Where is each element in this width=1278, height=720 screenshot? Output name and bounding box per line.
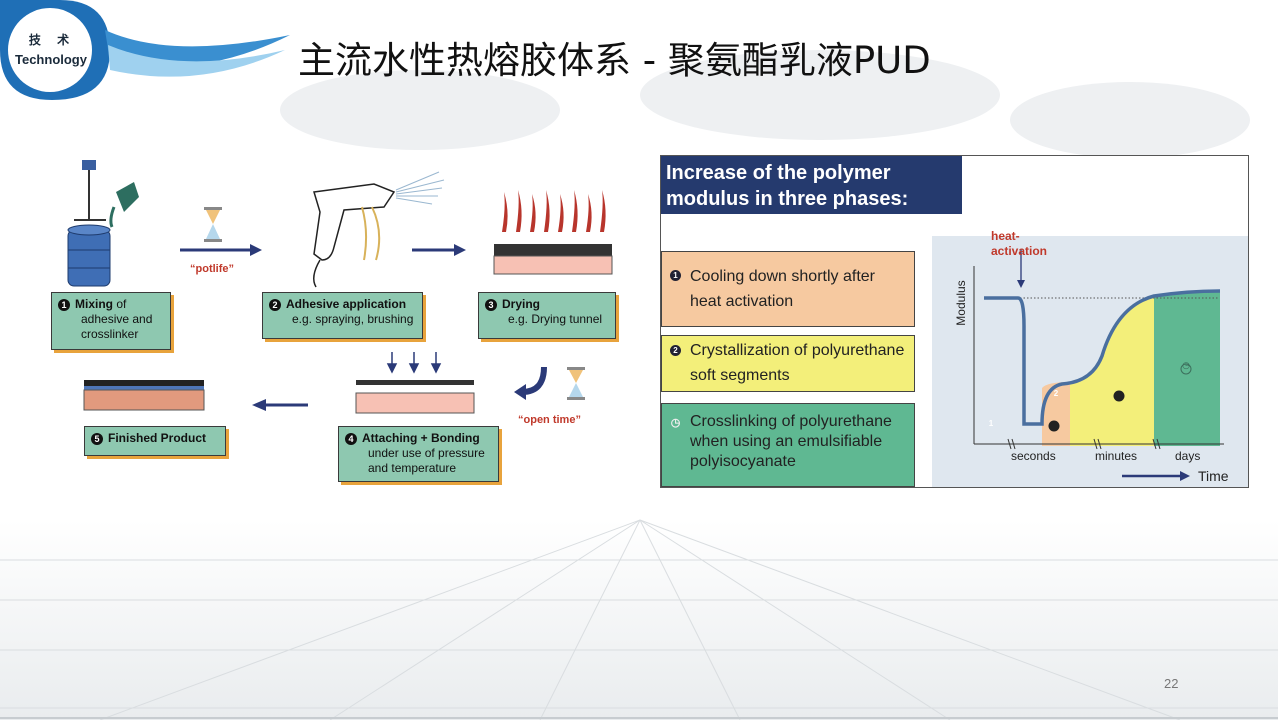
step-number: 1	[58, 298, 70, 311]
marker-3-clock-icon: ◷	[1182, 361, 1190, 371]
step-title: Attaching + Bonding	[362, 431, 480, 445]
modulus-curve-graph	[932, 236, 1248, 487]
x-tick-days: days	[1175, 449, 1201, 463]
logo: 技 术 Technology	[0, 0, 300, 110]
slide-title: 主流水性热熔胶体系 - 聚氨酯乳液PUD	[298, 39, 931, 82]
phase-text: Crosslinking of polyurethane	[690, 413, 892, 430]
open-time-label: “open time”	[518, 414, 581, 426]
x-tick-minutes: minutes	[1095, 449, 1138, 463]
step-text: under use of pressure	[368, 446, 485, 460]
step-title: Finished Product	[108, 431, 207, 445]
modulus-panel: Increase of the polymer modulus in three…	[660, 155, 1249, 488]
phase-text: Cooling down shortly after	[690, 268, 875, 285]
step-text: e.g. spraying, brushing	[292, 312, 414, 326]
barrel-icon	[67, 160, 139, 287]
step-title: Adhesive application	[286, 297, 407, 311]
step-adhesive-application: 2 Adhesive application e.g. spraying, bru…	[262, 292, 423, 339]
step-finished-product: 5 Finished Product	[84, 426, 226, 456]
phase-2-box: 2 Crystallization of polyurethane soft s…	[661, 335, 915, 392]
phase-text: Crystallization of polyurethane	[690, 342, 905, 359]
step-mixing: 1 Mixing of adhesive and crosslinker	[51, 292, 171, 350]
step-text: of	[113, 297, 127, 311]
logo-graphic	[0, 0, 290, 100]
hourglass-icon	[204, 207, 222, 242]
step-text: e.g. Drying tunnel	[508, 312, 603, 326]
heat-activation-label: heat- activation	[991, 229, 1047, 259]
process-diagram: “potlife” “open time” 1 Mixing of adhesiv…	[44, 152, 626, 492]
phase-1-box: 1 Cooling down shortly after heat activa…	[661, 251, 915, 327]
heat-activation-line: heat-	[991, 229, 1020, 243]
step-number: 4	[345, 432, 357, 445]
process-illustrations	[67, 160, 613, 414]
step-number: 2	[269, 298, 281, 311]
marker-2: 2	[1053, 389, 1059, 398]
step-drying: 3 Drying e.g. Drying tunnel	[478, 292, 616, 339]
modulus-title-line: modulus in three phases:	[666, 188, 909, 210]
step-attaching-bonding: 4 Attaching + Bonding under use of pressu…	[338, 426, 499, 482]
step-number: 3	[485, 298, 497, 311]
page-number: 22	[1164, 676, 1179, 691]
step-text: crosslinker	[81, 327, 139, 341]
step-text: adhesive and	[81, 312, 153, 326]
phase-text: soft segments	[690, 367, 790, 384]
phase-number: 2	[670, 345, 681, 356]
phase-text: heat activation	[690, 293, 794, 310]
logo-text-en: Technology	[15, 52, 87, 67]
modulus-title: Increase of the polymer modulus in three…	[661, 156, 962, 214]
potlife-label: “potlife”	[190, 263, 234, 275]
hourglass-icon	[567, 367, 585, 400]
step-title: Drying	[502, 297, 541, 311]
phase-number: 1	[670, 270, 681, 281]
step-title: Mixing	[75, 297, 113, 311]
phase-text: polyisocyanate	[690, 453, 796, 470]
marker-1: 1	[988, 419, 994, 428]
phase-text: when using an emulsifiable	[690, 433, 883, 450]
x-axis-label: Time	[1198, 468, 1229, 484]
pressure-arrows-icon	[386, 352, 442, 374]
logo-text-cn: 技 术	[28, 33, 76, 47]
phase-number: ◷	[670, 417, 681, 429]
step-number: 5	[91, 432, 103, 445]
phase-3-box: ◷ Crosslinking of polyurethane when usin…	[661, 403, 915, 487]
modulus-title-line: Increase of the polymer	[666, 162, 891, 184]
y-axis-label: Modulus	[954, 280, 968, 326]
drying-flames-icon	[502, 190, 606, 232]
heat-activation-line: activation	[991, 244, 1048, 258]
step-text: and temperature	[368, 461, 457, 475]
x-tick-seconds: seconds	[1011, 449, 1056, 463]
spray-gun-icon	[313, 171, 445, 288]
